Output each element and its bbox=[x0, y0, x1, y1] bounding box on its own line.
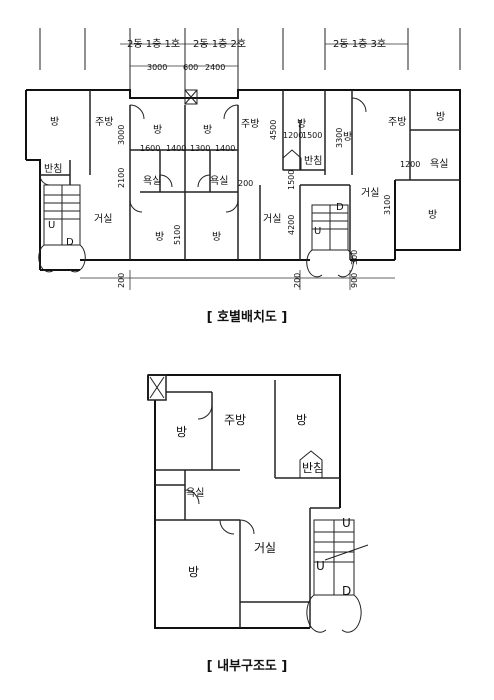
unit-label-lines bbox=[120, 43, 408, 67]
room-banchim-1: 반침 bbox=[44, 163, 62, 175]
dim-2400: 2400 bbox=[205, 63, 225, 72]
unit-label-1: 2동 1층 1호 bbox=[127, 38, 180, 50]
room-jubang-1: 주방 bbox=[95, 116, 113, 128]
room-geosil-b: 거실 bbox=[254, 541, 276, 555]
stair-bottom-up-1: U bbox=[342, 516, 351, 530]
dim-600: 600 bbox=[183, 63, 198, 72]
dim-v-5100: 5100 bbox=[173, 225, 182, 245]
dim-v-200-b: 200 bbox=[293, 273, 302, 288]
stair-left-down: D bbox=[66, 237, 74, 248]
room-yoksil-3: 욕실 bbox=[430, 158, 448, 170]
dim-1400-b: 1400 bbox=[215, 144, 235, 153]
interior-structure-plan: U U D 방 주방 방 반침 욕실 거실 방 bbox=[147, 374, 369, 633]
room-bang-1: 방 bbox=[50, 116, 59, 128]
unit-label-3: 2동 1층 3호 bbox=[333, 38, 386, 50]
closet-shape-bottom bbox=[299, 450, 323, 479]
stair-bottom-up-2: U bbox=[316, 559, 325, 573]
room-bang-7: 방 bbox=[155, 231, 164, 243]
door-swings-bottom bbox=[184, 404, 255, 535]
room-bang-2: 방 bbox=[153, 124, 162, 136]
unit-layout-plan: 2동 1층 1호 2동 1층 2호 2동 1층 3호 3000 600 2400 bbox=[25, 28, 461, 290]
room-geosil-1: 거실 bbox=[94, 213, 112, 225]
room-jubang-b: 주방 bbox=[224, 413, 246, 427]
axis-lines bbox=[39, 28, 461, 90]
closet-shape-top bbox=[282, 149, 302, 171]
bottom-dim-ticks bbox=[80, 270, 395, 290]
dim-v-200: 200 bbox=[117, 273, 126, 288]
dim-1200-a: 1200 bbox=[283, 131, 303, 140]
unit-label-2: 2동 1층 2호 bbox=[193, 38, 246, 50]
room-bang-9: 방 bbox=[428, 209, 437, 221]
room-jubang-2: 주방 bbox=[241, 118, 259, 130]
dim-3000: 3000 bbox=[147, 63, 167, 72]
room-bang-b2: 방 bbox=[296, 413, 307, 427]
stair-bottom-down: D bbox=[342, 584, 351, 598]
stair-left bbox=[38, 184, 86, 273]
dim-v-3000: 3000 bbox=[117, 125, 126, 145]
stair-right-up: U bbox=[314, 226, 321, 237]
dim-v-300: 300 bbox=[350, 250, 359, 265]
dim-v-4500: 4500 bbox=[269, 120, 278, 140]
dim-v-900: 900 bbox=[350, 273, 359, 288]
room-bang-b3: 방 bbox=[188, 565, 199, 579]
shaft-box bbox=[184, 89, 198, 105]
dim-1300: 1300 bbox=[190, 144, 210, 153]
room-bang-4: 방 bbox=[297, 118, 306, 130]
room-banchim-2: 반침 bbox=[304, 155, 322, 167]
room-yoksil-2: 욕실 bbox=[210, 175, 228, 187]
room-yoksil-1: 욕실 bbox=[143, 175, 161, 187]
room-bang-b1: 방 bbox=[176, 425, 187, 439]
caption-interior-structure: [ 내부구조도 ] bbox=[206, 659, 288, 674]
room-geosil-3: 거실 bbox=[361, 187, 379, 199]
room-jubang-3: 주방 bbox=[388, 116, 406, 128]
room-geosil-2: 거실 bbox=[263, 213, 281, 225]
outer-walls bbox=[25, 89, 461, 271]
stair-bottom bbox=[306, 519, 369, 633]
interior-walls bbox=[40, 90, 460, 260]
dim-1400-a: 1400 bbox=[166, 144, 186, 153]
stair-left-up: U bbox=[48, 220, 55, 231]
room-banchim-b: 반침 bbox=[302, 461, 324, 475]
dim-v-1500: 1500 bbox=[287, 170, 296, 190]
room-bang-6: 방 bbox=[436, 111, 445, 123]
stair-right bbox=[306, 204, 354, 278]
dim-v-4200: 4200 bbox=[287, 215, 296, 235]
room-bang-3: 방 bbox=[203, 124, 212, 136]
dim-1200-b: 1200 bbox=[400, 160, 420, 169]
dim-1500-a: 1500 bbox=[302, 131, 322, 140]
shaft-box-bottom bbox=[149, 376, 165, 399]
room-bang-8: 방 bbox=[212, 231, 221, 243]
room-bang-5: 방 bbox=[343, 131, 352, 143]
dim-v-3100: 3100 bbox=[383, 195, 392, 215]
door-swings bbox=[39, 97, 367, 213]
room-yoksil-b: 욕실 bbox=[186, 487, 204, 499]
dim-v-3300: 3300 bbox=[335, 128, 344, 148]
dim-200-a: 200 bbox=[238, 179, 253, 188]
dim-v-2100: 2100 bbox=[117, 168, 126, 188]
dim-1600: 1600 bbox=[140, 144, 160, 153]
caption-unit-layout: [ 호별배치도 ] bbox=[206, 310, 288, 325]
stair-right-down: D bbox=[336, 202, 344, 213]
